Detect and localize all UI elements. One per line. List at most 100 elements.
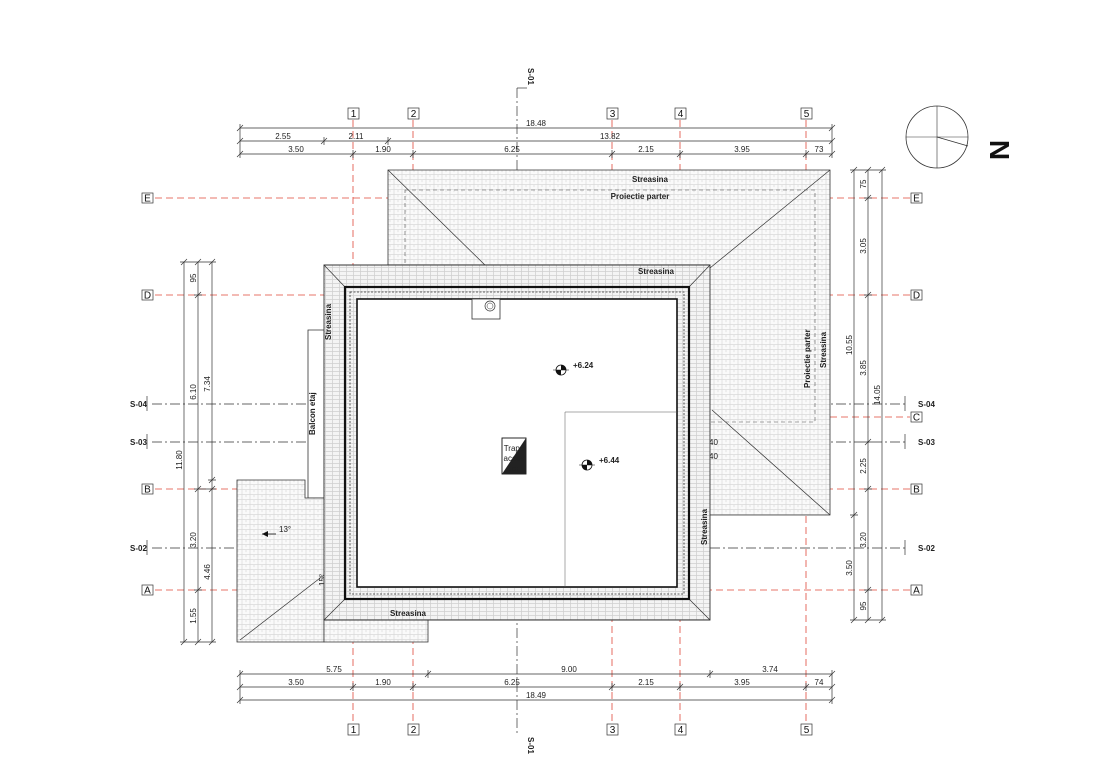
axis-marker-D-right: D [910, 289, 923, 302]
label-proiectie-parter-right: Proiectie parter [803, 329, 812, 388]
svg-text:73: 73 [815, 145, 824, 154]
svg-text:1.55: 1.55 [189, 608, 198, 624]
axis-marker-5: 5 [800, 107, 813, 120]
svg-text:6.10: 6.10 [189, 384, 198, 400]
north-arrow: N [905, 105, 1015, 169]
svg-text:4: 4 [678, 725, 684, 736]
hatch-label-1: Trapa [504, 444, 525, 453]
level-mark-1: +6.24 [553, 361, 594, 376]
svg-text:18.48: 18.48 [526, 119, 547, 128]
svg-text:D: D [144, 291, 151, 302]
svg-text:3.95: 3.95 [734, 145, 750, 154]
svg-text:A: A [144, 586, 151, 597]
svg-text:4: 4 [678, 109, 684, 120]
svg-text:3.05: 3.05 [859, 238, 868, 254]
axis-marker-4-bottom: 4 [674, 723, 687, 736]
label-slope-13: 13° [279, 525, 291, 534]
svg-text:95: 95 [189, 273, 198, 282]
svg-text:2.15: 2.15 [638, 678, 654, 687]
axis-markers-right: E D C B A [910, 192, 923, 597]
level-label-2: +6.44 [599, 456, 620, 465]
section-label-s01-bottom: S-01 [526, 737, 535, 754]
svg-text:3.50: 3.50 [288, 678, 304, 687]
svg-text:4.46: 4.46 [203, 564, 212, 580]
label-small-40a: 40 [709, 438, 718, 447]
north-label: N [984, 140, 1015, 160]
svg-text:2.11: 2.11 [349, 132, 365, 141]
axis-marker-2-bottom: 2 [407, 723, 420, 736]
axis-marker-B-right: B [910, 483, 923, 496]
dimensions-bottom: 5.75 9.00 3.74 3.50 1.90 6.25 2.15 3.95 … [236, 665, 836, 704]
svg-text:B: B [144, 485, 151, 496]
hatch-label-3: pod [507, 464, 520, 473]
section-label-s02-right: S-02 [918, 544, 935, 553]
attic-hatch: Trapa acces pod [501, 437, 527, 475]
section-label-s02-left: S-02 [130, 544, 147, 553]
svg-text:3.50: 3.50 [288, 145, 304, 154]
section-label-s04-left: S-04 [130, 400, 147, 409]
svg-text:2.25: 2.25 [859, 458, 868, 474]
section-label-s01-top: S-01 [526, 68, 535, 85]
svg-text:5: 5 [804, 109, 810, 120]
svg-text:75: 75 [859, 179, 868, 188]
svg-text:10.55: 10.55 [845, 334, 854, 355]
svg-text:1: 1 [351, 725, 357, 736]
svg-text:74: 74 [815, 678, 824, 687]
dimensions-right: 75 3.05 3.85 2.25 3.20 95 10.55 3.50 14.… [845, 166, 886, 624]
svg-text:5: 5 [804, 725, 810, 736]
svg-text:3.50: 3.50 [845, 560, 854, 576]
svg-text:1.90: 1.90 [375, 678, 391, 687]
section-label-s04-right: S-04 [918, 400, 935, 409]
svg-text:14.05: 14.05 [873, 384, 882, 405]
svg-text:5.75: 5.75 [326, 665, 342, 674]
level-mark-2: +6.44 [579, 456, 620, 471]
label-streasina-main-top: Streasina [638, 267, 675, 276]
svg-text:2: 2 [411, 725, 417, 736]
svg-text:3.74: 3.74 [762, 665, 778, 674]
section-lines: S-04 S-03 S-02 S-04 S-03 S-02 S-01 S-01 [130, 68, 935, 754]
axis-markers-left: E D B A [141, 192, 154, 597]
dimensions-top: 18.48 2.55 2.11 13.82 3.50 1.90 6.25 2.1… [236, 119, 836, 158]
svg-text:2.55: 2.55 [275, 132, 291, 141]
svg-text:2.15: 2.15 [638, 145, 654, 154]
svg-text:9.00: 9.00 [561, 665, 577, 674]
label-streasina-right: Streasina [819, 331, 828, 368]
svg-text:6.25: 6.25 [504, 678, 520, 687]
axis-marker-1: 1 [347, 107, 360, 120]
label-streasina-main-bottom: Streasina [390, 609, 427, 618]
label-balcon-etaj: Balcon etaj [308, 392, 317, 435]
label-streasina-main-left: Streasina [324, 303, 333, 340]
balcony: Balcon etaj 13° 15° [236, 329, 429, 643]
svg-text:2: 2 [411, 109, 417, 120]
section-label-s03-right: S-03 [918, 438, 935, 447]
axis-marker-3: 3 [606, 107, 619, 120]
axis-markers-top: 1 2 3 4 5 [347, 107, 813, 120]
svg-text:3.85: 3.85 [859, 360, 868, 376]
axis-marker-B: B [141, 483, 154, 496]
section-label-s03-left: S-03 [130, 438, 147, 447]
svg-text:3: 3 [610, 725, 616, 736]
hatch-label-2: acces [504, 454, 525, 463]
label-streasina-top: Streasina [632, 175, 669, 184]
svg-text:3.20: 3.20 [859, 532, 868, 548]
axis-marker-3-bottom: 3 [606, 723, 619, 736]
svg-text:C: C [913, 413, 920, 424]
label-slope-15: 15° [318, 574, 327, 586]
svg-text:13.82: 13.82 [600, 132, 621, 141]
svg-text:3.95: 3.95 [734, 678, 750, 687]
svg-text:E: E [913, 194, 920, 205]
svg-text:B: B [913, 485, 920, 496]
axis-marker-D: D [141, 289, 154, 302]
label-small-40b: 40 [709, 452, 718, 461]
svg-text:1.90: 1.90 [375, 145, 391, 154]
svg-text:E: E [144, 194, 151, 205]
axis-marker-A: A [141, 584, 154, 597]
label-streasina-main-right: Streasina [700, 508, 709, 545]
label-proiectie-parter-top: Proiectie parter [611, 192, 670, 201]
level-label-1: +6.24 [573, 361, 594, 370]
axis-marker-4: 4 [674, 107, 687, 120]
svg-text:18.49: 18.49 [526, 691, 547, 700]
dimensions-left: 11.80 95 6.10 3.20 1.55 7.34 4.46 [175, 258, 216, 646]
svg-text:1: 1 [351, 109, 357, 120]
